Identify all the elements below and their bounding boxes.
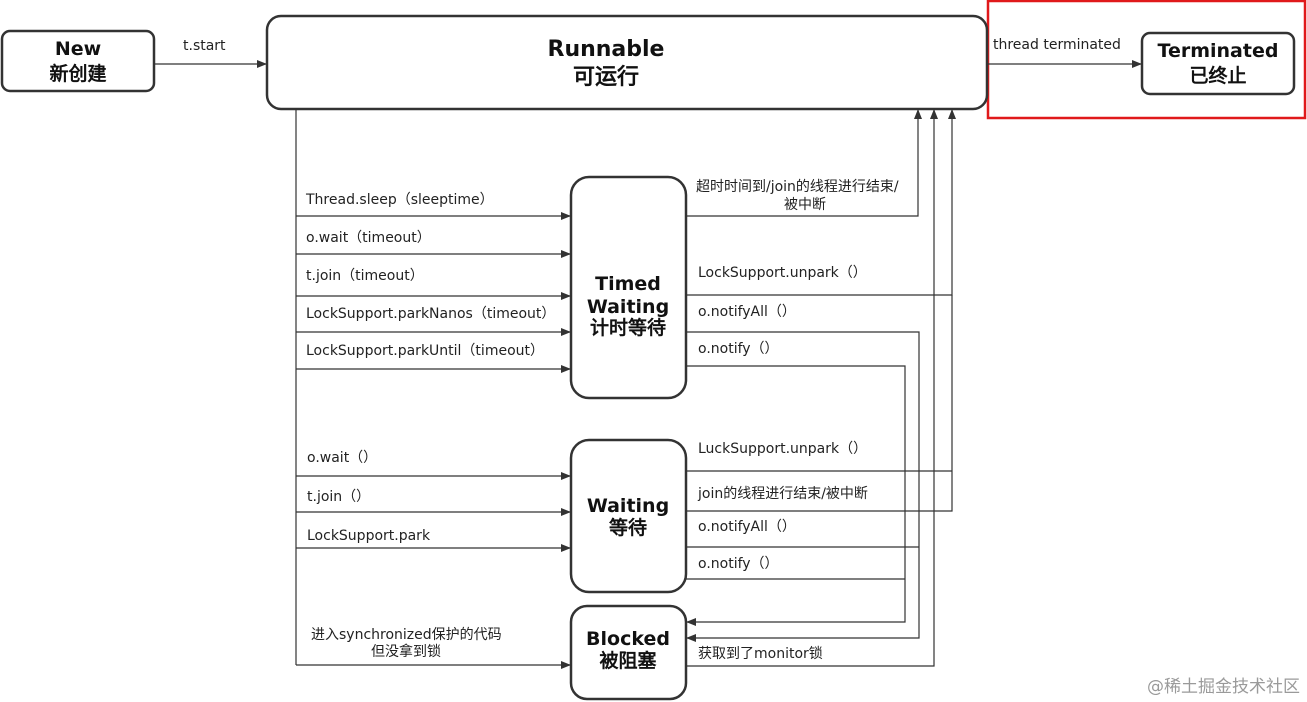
state-waiting-line2: 等待	[608, 516, 647, 539]
label-waiting-notify-all: o.notifyAll（）	[698, 519, 796, 535]
state-runnable-subtitle: 可运行	[573, 64, 639, 90]
state-new-subtitle: 新创建	[49, 62, 106, 85]
label-thread-terminated: thread terminated	[993, 37, 1121, 53]
state-terminated-subtitle: 已终止	[1189, 64, 1246, 87]
label-timed-notify-all: o.notifyAll（）	[698, 304, 796, 320]
state-timed-waiting-line3: 计时等待	[590, 316, 666, 339]
label-to-timed-4: LockSupport.parkNanos（timeout）	[306, 306, 555, 322]
state-timed-waiting-line2: Waiting	[587, 296, 669, 318]
arrow-timed-notify-all	[686, 331, 920, 642]
arrow-blocked-to-runnable	[686, 109, 938, 667]
state-terminated-title: Terminated	[1158, 40, 1279, 62]
state-runnable-title: Runnable	[548, 37, 665, 62]
arrow-timed-timeout	[686, 109, 922, 217]
label-to-waiting-1: o.wait（）	[307, 450, 377, 466]
state-runnable-box	[265, 14, 989, 111]
label-to-timed-3: t.join（timeout）	[306, 268, 424, 284]
state-blocked-box	[569, 604, 688, 701]
state-new-title: New	[55, 38, 101, 60]
label-timed-unpark: LockSupport.unpark（）	[698, 265, 867, 281]
state-waiting-box	[569, 438, 688, 594]
label-to-waiting-3: LockSupport.park	[307, 528, 431, 544]
label-timed-timeout-2: 被中断	[784, 197, 826, 213]
state-blocked-line1: Blocked	[586, 628, 670, 650]
state-timed-waiting-box	[569, 175, 688, 400]
watermark-text: @稀土掘金技术社区	[1147, 677, 1300, 697]
label-start: t.start	[183, 38, 226, 54]
label-to-timed-1: Thread.sleep（sleeptime）	[305, 192, 494, 208]
label-waiting-unpark: LuckSupport.unpark（）	[698, 441, 867, 457]
label-blocked-monitor: 获取到了monitor锁	[698, 646, 823, 662]
state-new-box	[0, 29, 156, 93]
label-waiting-notify: o.notify（）	[698, 556, 779, 572]
state-waiting-line1: Waiting	[587, 495, 669, 517]
label-timed-notify: o.notify（）	[698, 341, 779, 357]
label-to-timed-5: LockSupport.parkUntil（timeout）	[306, 343, 544, 359]
label-to-waiting-2: t.join（）	[307, 489, 370, 505]
arrow-waiting-join-end	[686, 295, 953, 512]
state-blocked-line2: 被阻塞	[599, 649, 657, 672]
label-to-timed-2: o.wait（timeout）	[306, 230, 431, 246]
state-timed-waiting-line1: Timed	[595, 273, 661, 295]
state-terminated-box	[1140, 31, 1296, 96]
label-waiting-join-end: join的线程进行结束/被中断	[697, 486, 868, 502]
label-timed-timeout-1: 超时时间到/join的线程进行结束/	[696, 179, 899, 195]
label-to-blocked-2: 但没拿到锁	[371, 643, 441, 660]
label-to-blocked-1: 进入synchronized保护的代码	[311, 627, 502, 643]
arrow-timed-notify	[686, 365, 906, 626]
